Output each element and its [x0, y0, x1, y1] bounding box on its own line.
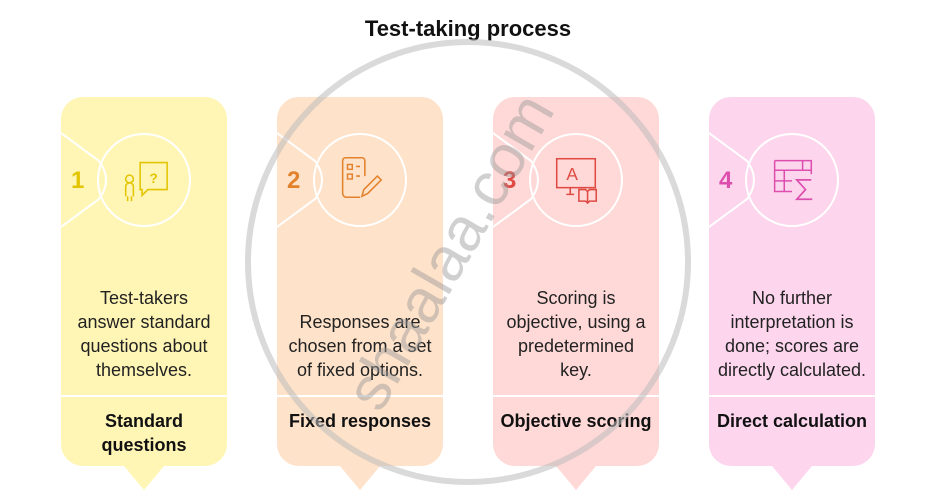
- step-card-1: 1 ? Test-takers answer standard question…: [61, 97, 227, 490]
- table-sum-icon: [773, 159, 813, 201]
- chevron-circle-decoration: [709, 132, 839, 228]
- divider: [709, 395, 875, 397]
- divider: [61, 395, 227, 397]
- step-number: 4: [719, 167, 733, 194]
- step-description: Responses are chosen from a set of fixed…: [288, 312, 432, 380]
- pointer-arrow: [124, 466, 164, 490]
- chevron-circle-decoration: [61, 132, 191, 228]
- svg-text:?: ?: [150, 171, 158, 186]
- divider: [493, 395, 659, 397]
- step-label: Fixed responses: [288, 411, 432, 431]
- divider: [277, 395, 443, 397]
- step-number: 1: [71, 167, 85, 194]
- step-number: 3: [503, 167, 517, 194]
- svg-text:A: A: [566, 164, 578, 184]
- step-label: Objective scoring: [500, 411, 652, 431]
- step-card-3: 3 A Scoring is objective, using a predet…: [493, 97, 659, 490]
- step-label: Standard questions: [101, 411, 187, 455]
- checklist-pencil-icon: [341, 156, 383, 199]
- step-number: 2: [287, 167, 301, 194]
- pointer-arrow: [772, 466, 812, 490]
- step-card-4: 4 No further interpretation is done; sco…: [709, 97, 875, 490]
- pointer-arrow: [340, 466, 380, 490]
- step-card-2: 2 Responses are chosen from a set of fix…: [277, 97, 443, 490]
- step-label: Direct calculation: [716, 411, 868, 431]
- diagram-title: Test-taking process: [364, 16, 572, 41]
- pointer-arrow: [556, 466, 596, 490]
- step-description: No further interpretation is done; score…: [717, 288, 867, 380]
- step-description: Scoring is objective, using a predetermi…: [506, 288, 646, 380]
- step-description: Test-takers answer standard questions ab…: [77, 288, 211, 380]
- screen-book-icon: A: [555, 157, 598, 205]
- person-question-icon: ?: [124, 161, 168, 202]
